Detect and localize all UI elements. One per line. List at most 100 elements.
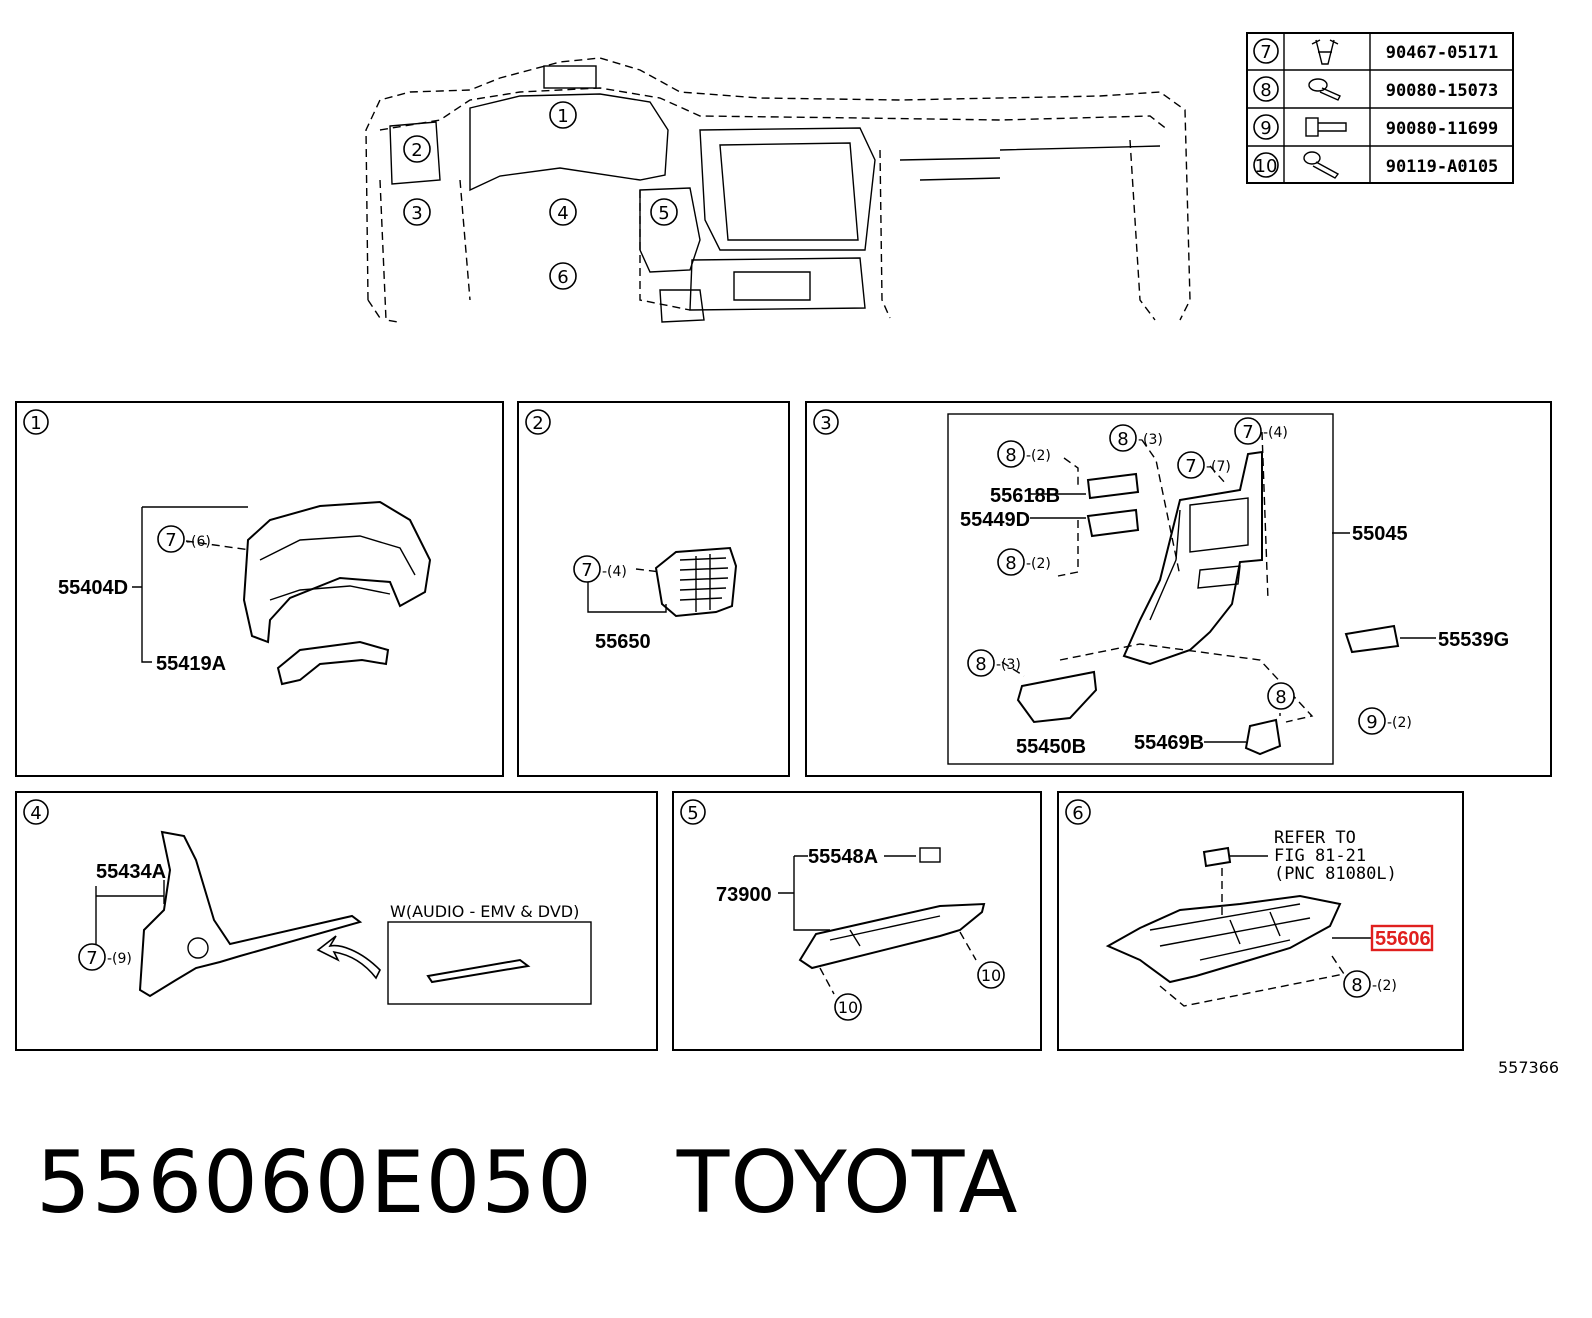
cluster-bezel: [242, 500, 432, 644]
svg-text:5: 5: [658, 203, 669, 224]
svg-text:1: 1: [557, 106, 568, 127]
quantity: -(6): [186, 534, 211, 550]
panel-number: 6: [1072, 803, 1083, 824]
quantity: -(4): [602, 564, 627, 580]
part-label-55419A: 55419A: [156, 653, 226, 675]
cap-55548A: [919, 847, 941, 863]
bracket-55469B: [1244, 718, 1282, 756]
part-label-55434A: 55434A: [96, 861, 166, 883]
side-panel-55434A: [138, 830, 363, 998]
refer-note: REFER TO FIG 81-21 (PNC 81080L): [1274, 828, 1397, 884]
overview-callouts: 1 2 3 4 5 6: [403, 101, 678, 290]
part-label-73900: 73900: [716, 884, 772, 906]
panel-number: 5: [687, 803, 698, 824]
callout-10: 10: [981, 966, 1001, 985]
fastener-row: 10 90119-A0105: [1253, 151, 1499, 179]
quantity: -(7): [1206, 459, 1231, 475]
part-label-55450B: 55450B: [1016, 736, 1086, 758]
panel-5: 5 55548A 73900 10 10: [672, 791, 1042, 1051]
overview-callout-2: 2: [403, 135, 431, 163]
svg-text:9: 9: [1260, 118, 1271, 139]
refer-line: FIG 81-21: [1274, 846, 1366, 866]
part-label-55650: 55650: [595, 631, 651, 653]
quantity: -(9): [107, 951, 132, 967]
air-vent: [654, 546, 738, 618]
callout-7: 7: [165, 530, 176, 551]
fastener-table: 7 90467-05171 8 90080-15073 9 90080-1169…: [1246, 32, 1514, 184]
panel-2: 2 7 -(4) 55650: [517, 401, 790, 777]
callout-8: 8: [1005, 445, 1016, 466]
svg-text:2: 2: [411, 140, 422, 161]
panel-4: 4 55434A 7 -(9) W(AUDIO - EMV & DVD): [15, 791, 658, 1051]
quantity: -(2): [1026, 556, 1051, 572]
switch-holder-55618B: [1086, 472, 1140, 500]
overview-callout-6: 6: [549, 262, 577, 290]
callout-7: 7: [1242, 422, 1253, 443]
overview-callout-3: 3: [403, 198, 431, 226]
svg-text:6: 6: [557, 267, 568, 288]
callout-10: 10: [838, 998, 858, 1017]
refer-line: (PNC 81080L): [1274, 864, 1397, 884]
quantity: -(2): [1387, 715, 1412, 731]
screw-washer-icon: [1308, 78, 1341, 101]
lower-panel-55045: [1122, 450, 1263, 666]
callout-9: 9: [1366, 712, 1377, 733]
connector: [1202, 846, 1232, 868]
callout-7: 7: [581, 560, 592, 581]
clip-icon: [1311, 39, 1339, 65]
panel-6: 6 REFER TO FIG 81-21 (PNC 81080L) 55606 …: [1057, 791, 1464, 1051]
screw-icon: [1303, 151, 1340, 179]
glove-box-55450B: [1016, 670, 1098, 724]
part-label-55469B: 55469B: [1134, 732, 1204, 754]
part-label-55045: 55045: [1352, 523, 1408, 545]
part-label-55548A: 55548A: [808, 846, 878, 868]
overview-callout-1: 1: [549, 101, 577, 129]
figure-id: 557366: [1498, 1058, 1559, 1077]
quantity: -(3): [996, 657, 1021, 673]
panel-number: 1: [30, 413, 41, 434]
panel-1: 1 55404D 55419A 7 -(6): [15, 401, 504, 777]
panel-3: 3 8 -(2) 8 -(3) 7 -(4) 7 -(7) 8 -(2) 8 -…: [805, 401, 1552, 777]
switch-55539G: [1344, 624, 1400, 654]
highlight-box: [1370, 924, 1434, 952]
arrow-icon: [316, 935, 381, 980]
fastener-row: 8 90080-15073: [1253, 76, 1499, 102]
quantity: -(2): [1026, 448, 1051, 464]
svg-text:90119-A0105: 90119-A0105: [1386, 157, 1499, 177]
bezel-switch-base: [276, 640, 390, 686]
svg-text:7: 7: [1260, 42, 1271, 63]
svg-text:90467-05171: 90467-05171: [1386, 43, 1499, 63]
variant-label: W(AUDIO - EMV & DVD): [390, 902, 579, 921]
panel-number: 3: [820, 413, 831, 434]
overview-callout-5: 5: [650, 198, 678, 226]
quantity: -(4): [1263, 425, 1288, 441]
svg-text:8: 8: [1260, 80, 1271, 101]
quantity: -(2): [1372, 978, 1397, 994]
callout-7: 7: [1185, 456, 1196, 477]
part-label-55606: 55606: [1375, 928, 1431, 950]
lower-finish-panel-55606: [1105, 894, 1342, 984]
console-box-73900: [798, 902, 986, 970]
dashboard-overview: [365, 57, 1191, 323]
fastener-row: 7 90467-05171: [1253, 38, 1499, 65]
brand-name: TOYOTA: [676, 1133, 1019, 1233]
part-label-55618B: 55618B: [990, 485, 1060, 507]
callout-7: 7: [86, 948, 97, 969]
switch-holder-55449D: [1086, 508, 1140, 538]
svg-text:90080-11699: 90080-11699: [1386, 119, 1499, 139]
part-label-55404D: 55404D: [58, 577, 128, 599]
refer-line: REFER TO: [1274, 828, 1356, 848]
callout-8: 8: [975, 654, 986, 675]
panel-number: 4: [30, 803, 41, 824]
svg-text:10: 10: [1255, 156, 1278, 177]
svg-text:4: 4: [557, 203, 568, 224]
panel-number: 2: [532, 413, 543, 434]
svg-text:90080-15073: 90080-15073: [1386, 81, 1499, 101]
overview-callout-4: 4: [549, 198, 577, 226]
part-label-55449D: 55449D: [960, 509, 1030, 531]
svg-text:3: 3: [411, 203, 422, 224]
variant-inset: W(AUDIO - EMV & DVD): [387, 902, 592, 1005]
callout-8: 8: [1117, 429, 1128, 450]
